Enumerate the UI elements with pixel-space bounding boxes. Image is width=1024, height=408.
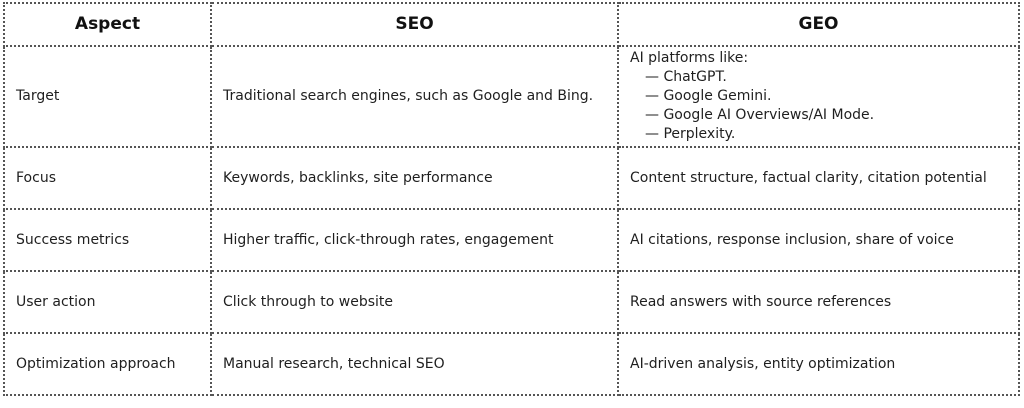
cell-seo: Higher traffic, click-through rates, eng… [210,208,619,272]
cell-geo: Content structure, factual clarity, cita… [617,146,1020,210]
table-row: User action Click through to website Rea… [3,270,1020,334]
cell-geo: Read answers with source references [617,270,1020,334]
geo-intro: AI platforms like: [630,50,749,66]
cell-aspect: User action [3,270,212,334]
seo-vs-geo-table: Aspect SEO GEO Target Traditional search… [3,2,1020,396]
table-row: Focus Keywords, backlinks, site performa… [3,146,1020,210]
cell-aspect: Focus [3,146,212,210]
cell-geo: AI citations, response inclusion, share … [617,208,1020,272]
header-row: Aspect SEO GEO [3,2,1020,47]
cell-seo: Click through to website [210,270,619,334]
header-seo: SEO [210,2,619,47]
table-row: Target Traditional search engines, such … [3,45,1020,148]
cell-geo: AI platforms like: — ChatGPT. — Google G… [617,45,1020,148]
cell-geo: AI-driven analysis, entity optimization [617,332,1020,396]
cell-seo: Keywords, backlinks, site performance [210,146,619,210]
cell-seo: Manual research, technical SEO [210,332,619,396]
cell-aspect: Target [3,45,212,148]
cell-seo: Traditional search engines, such as Goog… [210,45,619,148]
list-item: — Perplexity. [645,126,736,142]
table-row: Success metrics Higher traffic, click-th… [3,208,1020,272]
table-row: Optimization approach Manual research, t… [3,332,1020,396]
geo-platform-list: — ChatGPT. — Google Gemini. — Google AI … [630,68,1007,144]
header-aspect: Aspect [3,2,212,47]
cell-aspect: Success metrics [3,208,212,272]
list-item: — ChatGPT. [645,69,727,85]
list-item: — Google Gemini. [645,88,772,104]
cell-aspect: Optimization approach [3,332,212,396]
header-geo: GEO [617,2,1020,47]
list-item: — Google AI Overviews/AI Mode. [645,107,875,123]
